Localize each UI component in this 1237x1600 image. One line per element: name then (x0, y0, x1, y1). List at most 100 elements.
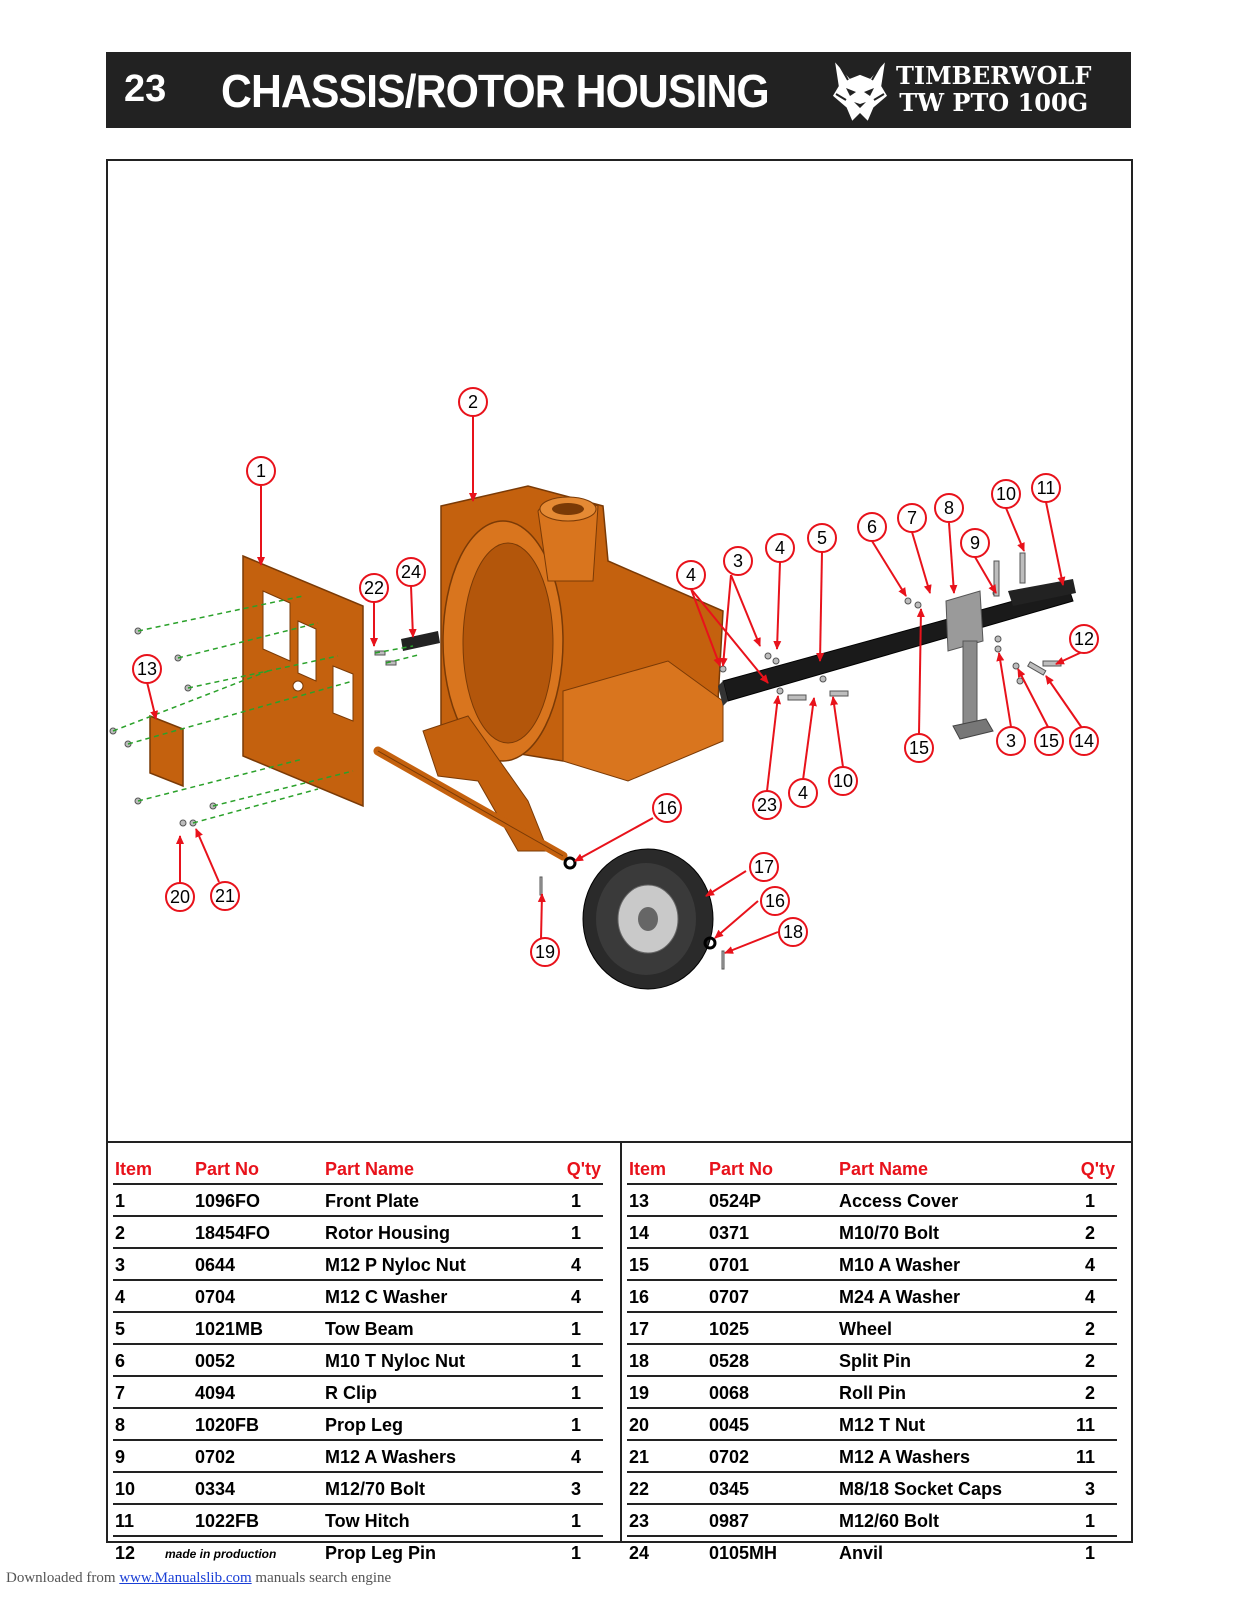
row-qty: 3 (570, 1479, 581, 1499)
page-title: CHASSIS/ROTOR HOUSING (221, 65, 770, 117)
row-item: 17 (629, 1319, 650, 1339)
svg-text:24: 24 (401, 562, 421, 582)
footer-suffix: manuals search engine (251, 1570, 392, 1586)
row-part-no: 4094 (195, 1383, 236, 1403)
download-footer: Downloaded from www.Manualslib.com manua… (6, 1570, 391, 1587)
row-item: 16 (629, 1287, 650, 1307)
callout-9: 9 (960, 528, 990, 558)
svg-text:19: 19 (535, 942, 555, 962)
row-item: 7 (115, 1383, 126, 1403)
callout-20: 20 (165, 882, 195, 912)
row-part-no: 0052 (195, 1351, 236, 1371)
page-number: 23 (124, 68, 167, 110)
callout-5: 5 (807, 523, 837, 553)
row-qty: 1 (1084, 1511, 1095, 1531)
svg-text:6: 6 (867, 517, 877, 537)
row-part-name: M8/18 Socket Caps (839, 1479, 1003, 1499)
row-part-name: M12/70 Bolt (325, 1479, 426, 1499)
callout-7: 7 (897, 503, 927, 533)
callout-3: 3 (723, 546, 753, 576)
callout-24: 24 (396, 557, 426, 587)
callout-10: 10 (828, 766, 858, 796)
row-part-name: Prop Leg Pin (325, 1543, 437, 1563)
svg-text:23: 23 (757, 795, 777, 815)
row-part-no: 1021MB (195, 1319, 264, 1339)
svg-text:14: 14 (1074, 731, 1094, 751)
row-part-name: Tow Beam (325, 1319, 414, 1339)
row-item: 18 (629, 1351, 650, 1371)
svg-text:3: 3 (1006, 731, 1016, 751)
access-cover-drawing (149, 714, 184, 788)
footer-prefix: Downloaded from (6, 1570, 120, 1586)
row-qty: 3 (1084, 1479, 1095, 1499)
svg-text:4: 4 (798, 783, 808, 803)
row-part-name: M10 T Nyloc Nut (325, 1351, 466, 1371)
row-qty: 1 (570, 1543, 581, 1563)
row-part-name: M12 C Washer (325, 1287, 448, 1307)
row-part-name: M12/60 Bolt (839, 1511, 940, 1531)
callout-12: 12 (1069, 624, 1099, 654)
anvil-drawing (401, 631, 440, 651)
row-part-no: 0702 (195, 1447, 236, 1467)
row-part-no: 0105MH (709, 1543, 778, 1563)
row-part-no: 0524P (709, 1191, 762, 1211)
row-part-no: 0334 (195, 1479, 236, 1499)
row-item: 10 (115, 1479, 136, 1499)
callout-3: 3 (996, 726, 1026, 756)
svg-text:21: 21 (215, 886, 235, 906)
svg-text:13: 13 (137, 659, 157, 679)
svg-text:5: 5 (817, 528, 827, 548)
row-qty: 2 (1084, 1351, 1095, 1371)
svg-text:16: 16 (765, 891, 785, 911)
row-qty: 4 (1084, 1287, 1095, 1307)
header-part-name: Part Name (325, 1159, 415, 1179)
callout-1: 1 (246, 456, 276, 486)
row-item: 12 (115, 1543, 136, 1563)
svg-text:8: 8 (944, 498, 954, 518)
callout-10: 10 (991, 479, 1021, 509)
svg-text:1: 1 (256, 461, 266, 481)
row-item: 23 (629, 1511, 650, 1531)
svg-text:3: 3 (733, 551, 743, 571)
row-item: 24 (629, 1543, 650, 1563)
row-qty: 4 (570, 1255, 581, 1275)
row-part-no: 0987 (709, 1511, 750, 1531)
manualslib-link[interactable]: www.Manualslib.com (119, 1570, 252, 1586)
callout-8: 8 (934, 493, 964, 523)
rotor-housing-drawing (373, 485, 724, 861)
row-qty: 1 (570, 1319, 581, 1339)
table-divider (620, 1143, 622, 1543)
content-frame: 1 2 3 3 4 4 4 5 6 7 8 9 10 10 11 12 13 1… (106, 159, 1133, 1563)
row-qty: 2 (1084, 1223, 1095, 1243)
header-part-no: Part No (195, 1159, 260, 1179)
table-row: 12 made in production Prop Leg Pin 1 (113, 1537, 603, 1567)
svg-text:4: 4 (686, 565, 696, 585)
row-item: 5 (115, 1319, 126, 1339)
row-part-no: 0345 (709, 1479, 750, 1499)
row-part-name: M12 A Washers (325, 1447, 457, 1467)
row-part-name: M24 A Washer (839, 1287, 961, 1307)
row-item: 13 (629, 1191, 650, 1211)
assembly-guide-lines (112, 595, 419, 824)
row-part-no: 1020FB (195, 1415, 260, 1435)
svg-text:17: 17 (754, 857, 774, 877)
wolf-head-icon (831, 57, 889, 124)
row-item: 9 (115, 1447, 126, 1467)
callout-4: 4 (788, 778, 818, 808)
row-item: 1 (115, 1191, 126, 1211)
row-item: 11 (115, 1511, 135, 1531)
tow-beam-drawing (718, 579, 1076, 706)
row-part-no: 1096FO (195, 1191, 261, 1211)
row-item: 19 (629, 1383, 650, 1403)
row-part-name: Roll Pin (839, 1383, 906, 1403)
row-part-note: made in production (165, 1547, 277, 1561)
row-item: 6 (115, 1351, 126, 1371)
row-qty: 1 (570, 1223, 581, 1243)
row-item: 3 (115, 1255, 126, 1275)
row-part-name: M12 T Nut (839, 1415, 926, 1435)
